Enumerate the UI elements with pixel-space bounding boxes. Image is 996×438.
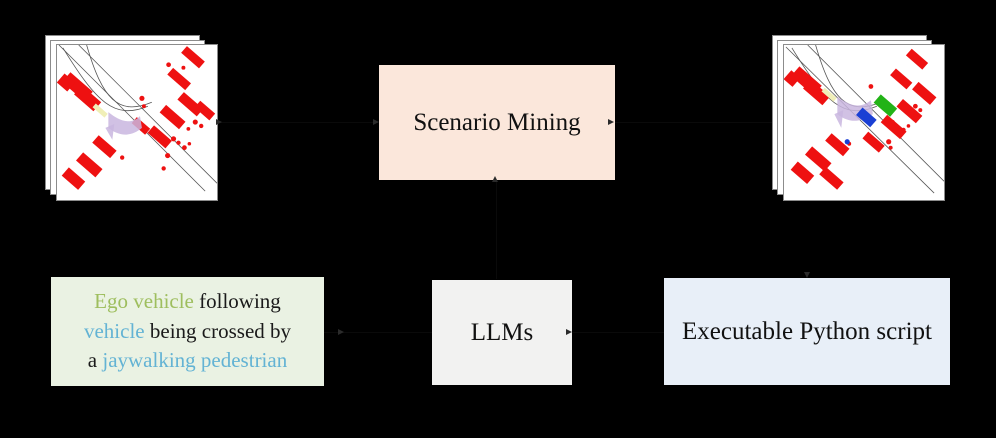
query-token-following: following <box>193 288 281 313</box>
query-token-ego-vehicle: Ego vehicle <box>94 288 194 313</box>
edge-query-to-llms-line <box>324 332 432 333</box>
query-line-1: Ego vehicle following <box>84 287 291 317</box>
edge-query-to-llms-arrowhead <box>338 329 344 335</box>
query-line-2: vehicle being crossed by <box>84 317 291 347</box>
edge-llms-to-python-line <box>572 332 664 333</box>
python-script-label: Executable Python script <box>682 317 932 345</box>
highlight-blue-target <box>856 107 877 128</box>
edge-python-to-mining-arrowhead <box>492 176 498 182</box>
scenario-mining-label: Scenario Mining <box>413 108 581 136</box>
python-script-node[interactable]: Executable Python script <box>664 278 950 385</box>
input-scene-illustration <box>57 45 217 200</box>
scene-card-front-input <box>56 44 218 201</box>
query-token-a: a <box>87 348 103 373</box>
input-driving-scene-stack <box>45 35 220 210</box>
scenario-mining-node[interactable]: Scenario Mining <box>379 65 615 180</box>
query-line-3: a jaywalking pedestrian <box>84 346 291 376</box>
edge-llms-to-python-arrowhead <box>566 329 572 335</box>
query-text: Ego vehicle following vehicle being cros… <box>84 287 291 376</box>
scene-card-front-output <box>783 44 945 201</box>
query-token-vehicle: vehicle <box>83 318 145 343</box>
output-driving-scene-stack <box>772 35 947 210</box>
query-token-being-crossed-by: being crossed by <box>144 318 292 343</box>
highlight-green-target <box>873 94 898 117</box>
edge-input-to-mining-arrowhead <box>216 119 222 125</box>
edge-mining-to-output-line <box>615 122 772 123</box>
edge-mining-to-output-arrowhead <box>608 119 614 125</box>
highlight-blue-pedestrian <box>844 139 850 145</box>
query-token-jaywalking-pedestrian: jaywalking pedestrian <box>102 348 288 373</box>
natural-language-query-node[interactable]: Ego vehicle following vehicle being cros… <box>51 277 324 386</box>
edge-python-to-mining-line <box>496 181 497 279</box>
llms-node[interactable]: LLMs <box>432 280 572 385</box>
llms-label: LLMs <box>470 318 534 346</box>
edge-input-to-mining-arrowhead-end <box>373 119 379 125</box>
output-scene-illustration <box>784 45 944 200</box>
edge-python-to-output-arrowhead <box>804 272 810 278</box>
edge-input-to-mining-line <box>220 122 378 123</box>
